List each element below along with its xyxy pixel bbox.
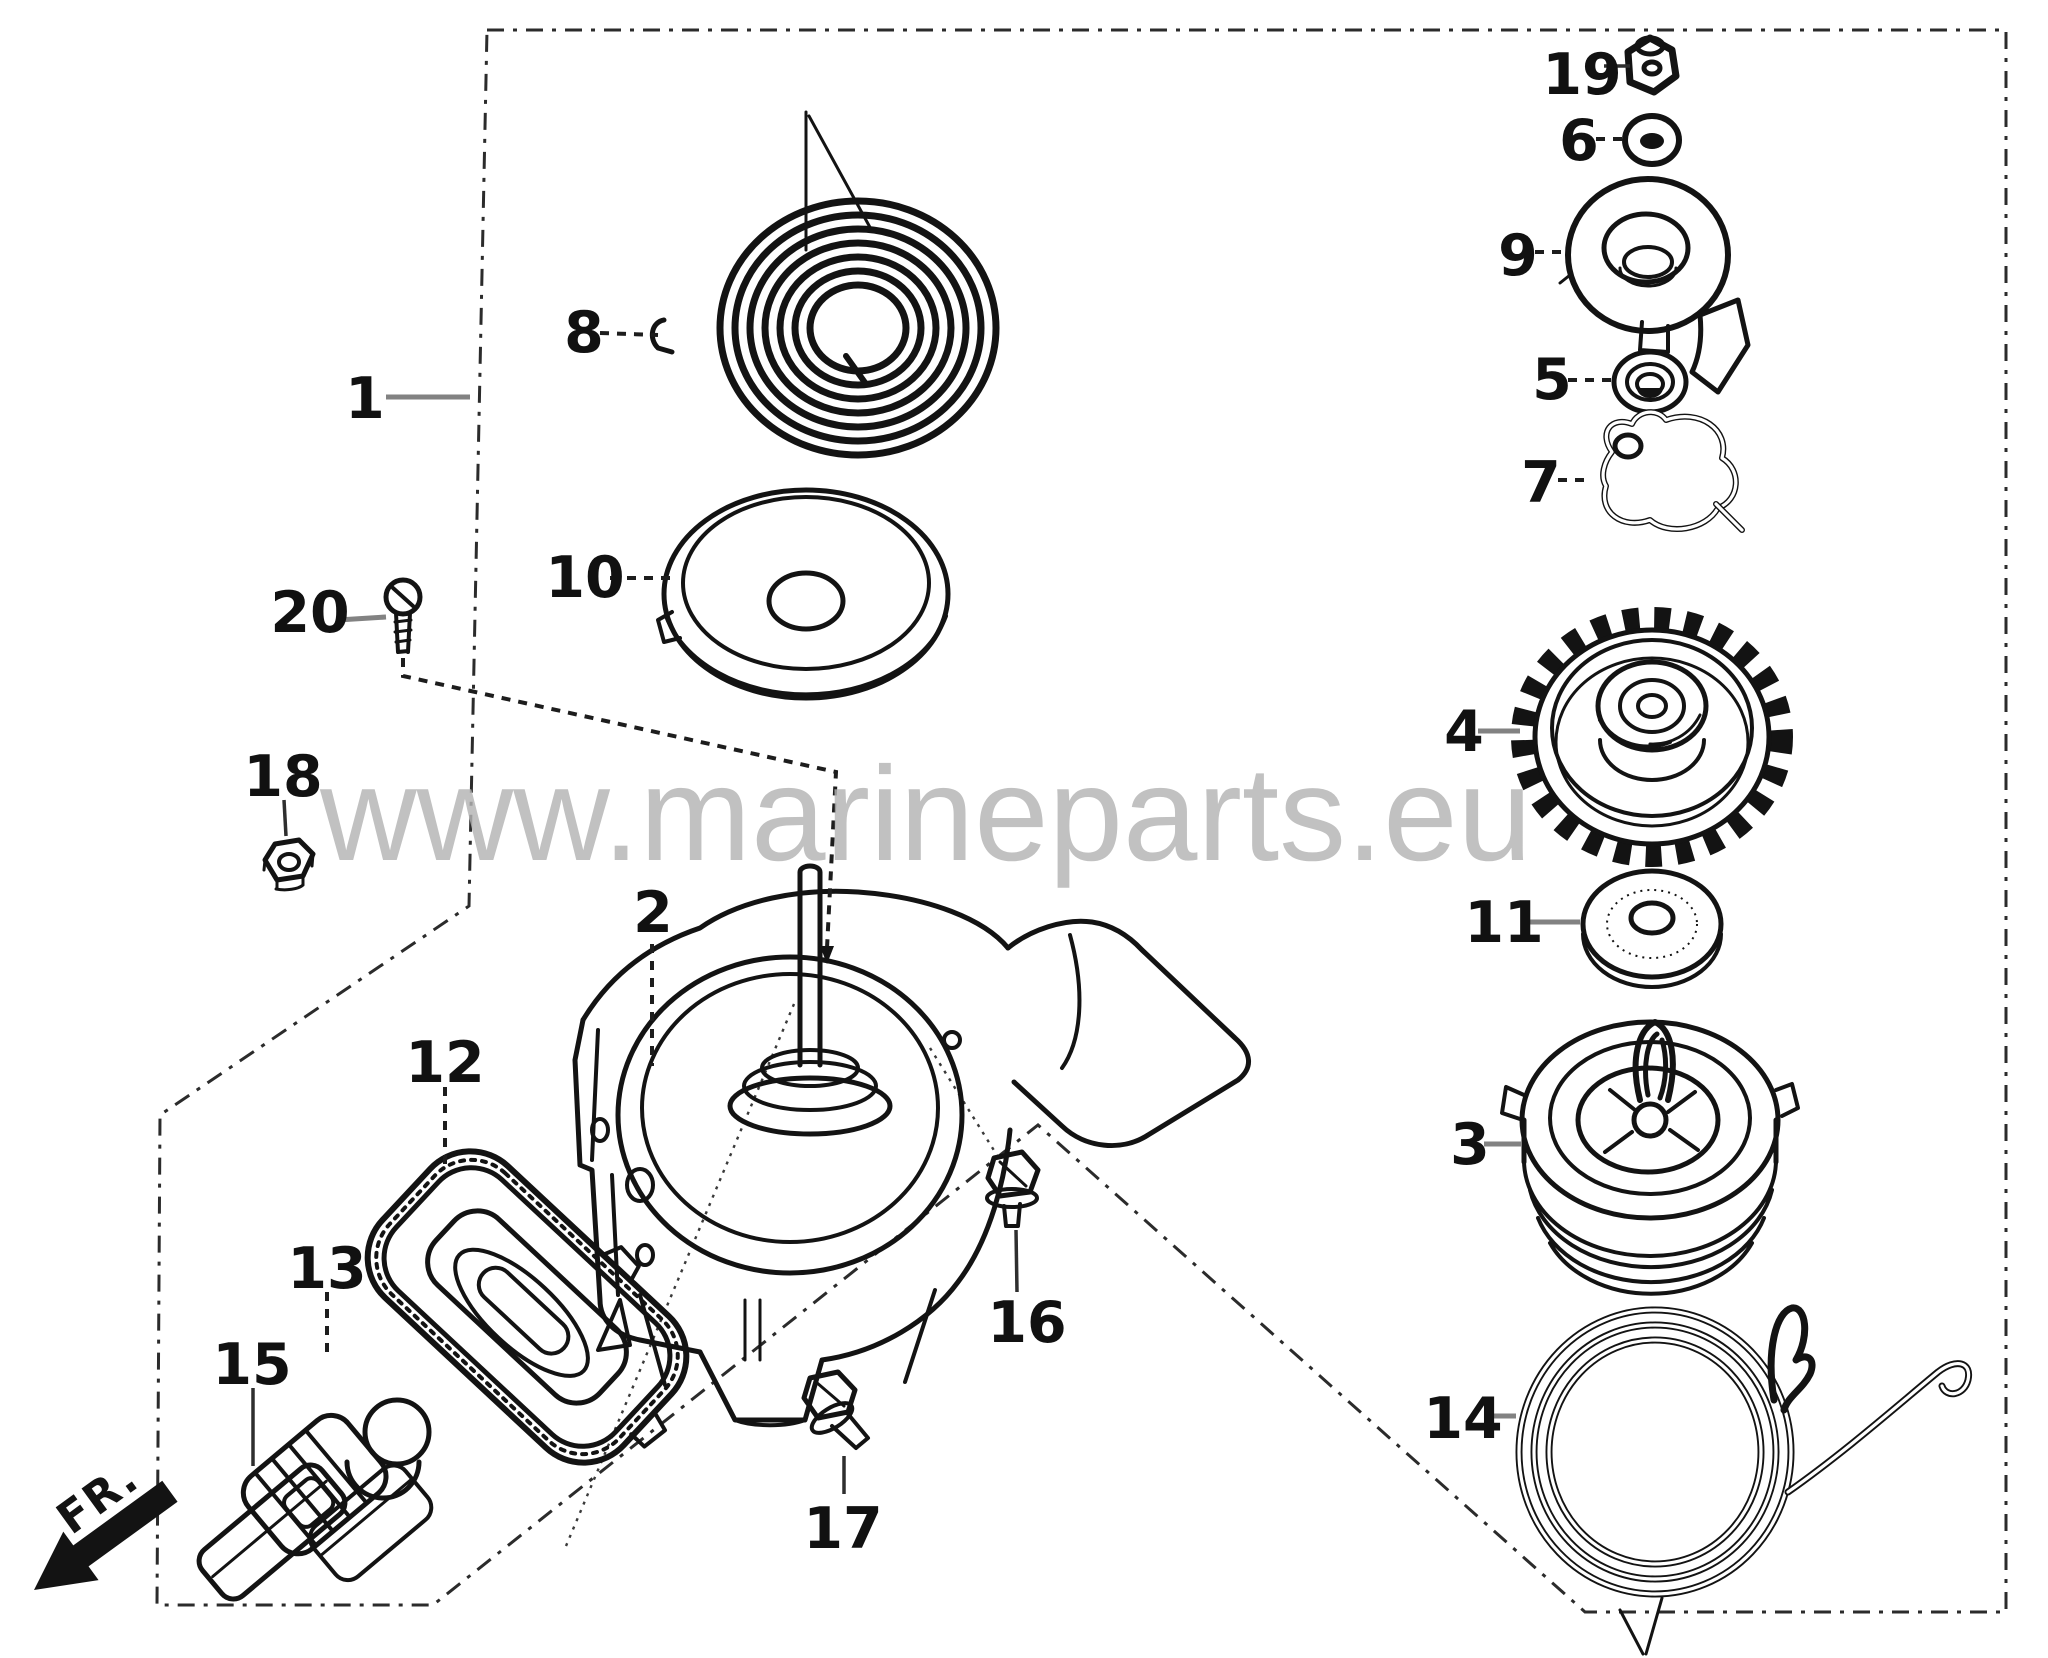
part-3-starter-pulley <box>1500 1019 1800 1296</box>
diagram-boundary <box>155 28 2008 1614</box>
part-label-2: 2 <box>633 880 673 946</box>
fr-arrow-icon <box>34 1480 178 1590</box>
part-17-flange-bolt <box>801 1369 870 1450</box>
part-7-friction-spring <box>1600 409 1745 533</box>
part-10-friction-plate <box>656 487 951 701</box>
spring-outer-end-wire <box>804 110 874 252</box>
part-label-17: 17 <box>803 1496 882 1562</box>
part-label-4: 4 <box>1444 699 1484 765</box>
part-label-6: 6 <box>1559 108 1599 174</box>
part-label-13: 13 <box>287 1236 366 1302</box>
leader-line-bolt16 <box>928 1047 1002 1161</box>
part-label-11: 11 <box>1464 890 1543 956</box>
part-11-washer <box>1580 868 1724 989</box>
part-16-flange-bolt <box>985 1149 1041 1228</box>
front-direction-marker: FR. <box>34 1452 178 1590</box>
part-15-grip-cap <box>196 1462 348 1602</box>
part-label-19: 19 <box>1542 42 1621 108</box>
part-label-12: 12 <box>405 1030 484 1096</box>
part-8-spiral-spring <box>649 110 1000 459</box>
part-label-9: 9 <box>1498 223 1538 289</box>
part-12-seal-plate <box>364 1148 690 1466</box>
leader-lines <box>251 64 1630 1494</box>
part-19-cap-nut <box>1624 34 1680 96</box>
part-label-1: 1 <box>345 366 385 432</box>
part-4-ratchet-gear <box>1511 607 1793 867</box>
part-9-ratchet-housing <box>1558 176 1751 395</box>
watermark: www.marineparts.eu <box>319 740 1532 889</box>
part-2-starter-case <box>572 863 1251 1428</box>
part-label-7: 7 <box>1521 450 1561 516</box>
part-number-labels: 1 2 3 4 5 6 7 8 9 10 11 12 13 14 15 16 1… <box>212 42 1621 1562</box>
part-label-20: 20 <box>270 580 349 646</box>
part-label-16: 16 <box>987 1290 1066 1356</box>
part-label-8: 8 <box>564 300 604 366</box>
part-14-starter-rope <box>1515 1304 1973 1598</box>
case-center-pin <box>797 863 823 1068</box>
part-label-3: 3 <box>1450 1112 1490 1178</box>
rope-end-tick <box>1618 1596 1664 1656</box>
leader-arrowhead <box>820 946 834 964</box>
part-label-15: 15 <box>212 1332 291 1398</box>
part-5-washer <box>1611 349 1689 415</box>
part-label-18: 18 <box>243 744 322 810</box>
part-18-nut <box>262 837 316 892</box>
part-label-5: 5 <box>1532 347 1572 413</box>
part-13-starter-grip <box>240 1397 434 1583</box>
part-6-nut-washer <box>1622 113 1682 167</box>
part-20-screw <box>383 577 423 654</box>
part-label-14: 14 <box>1423 1386 1502 1452</box>
part-label-10: 10 <box>545 545 624 611</box>
